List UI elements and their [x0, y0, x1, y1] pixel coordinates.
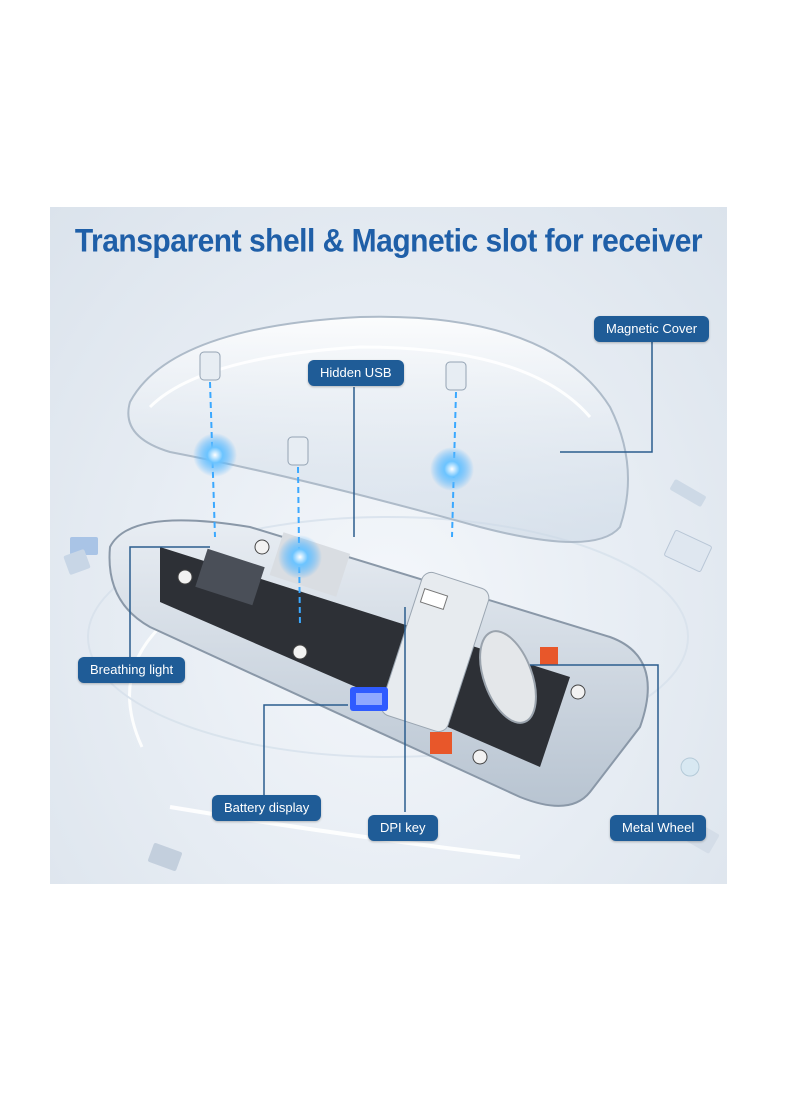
callout-leaders	[129, 342, 659, 815]
callout-magnetic-cover: Magnetic Cover	[594, 316, 710, 342]
callout-battery-display: Battery display	[212, 795, 322, 821]
mouse-exploded-illustration	[63, 315, 720, 871]
callout-dpi-key: DPI key	[368, 815, 438, 841]
magnetic-sparks	[193, 381, 474, 628]
headline: Transparent shell & Magnetic slot for re…	[74, 223, 703, 260]
callout-metal-wheel: Metal Wheel	[610, 815, 707, 841]
callout-breathing-light: Breathing light	[78, 657, 186, 683]
callout-hidden-usb: Hidden USB	[308, 360, 404, 386]
transparent-shell	[127, 315, 629, 543]
decorative-chips	[63, 479, 720, 871]
mouse-base	[108, 519, 649, 807]
product-image-panel: Transparent shell & Magnetic slot for re…	[50, 207, 727, 884]
